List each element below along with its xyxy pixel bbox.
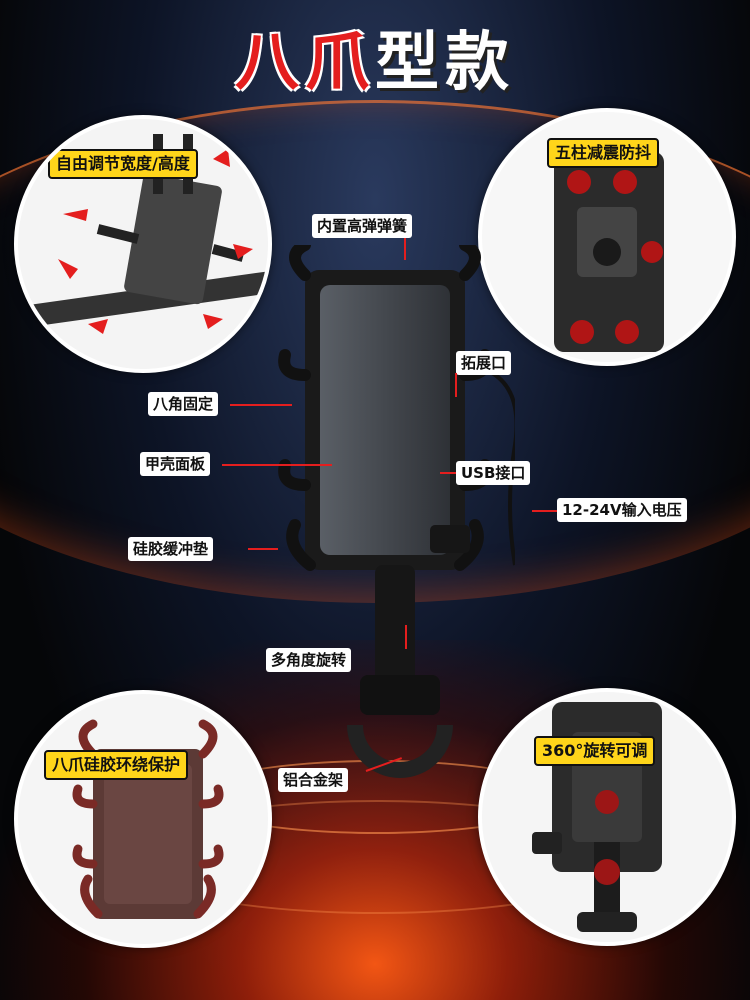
- callout-silicone-pad: 硅胶缓冲垫: [128, 537, 214, 561]
- callout-silicone-leader: [248, 548, 278, 550]
- label-silicone-wrap: 八爪硅胶环绕保护: [44, 750, 189, 780]
- shock-absorber-illustration: [482, 112, 732, 362]
- callout-spring: 内置高弹弹簧: [312, 214, 413, 238]
- page-title: 八爪型款: [0, 18, 750, 108]
- callout-usb-port: USB接口: [456, 461, 531, 485]
- title-part-1: 八爪: [235, 26, 375, 100]
- callout-shell-leader: [222, 464, 332, 466]
- silicone-claw-illustration: [18, 694, 268, 944]
- callout-shell-panel: 甲壳面板: [140, 452, 211, 476]
- callout-alloy-frame: 铝合金架: [278, 768, 349, 792]
- detail-circle-silicone: 八爪硅胶环绕保护: [14, 690, 272, 948]
- callout-octagon-fix: 八角固定: [148, 392, 219, 416]
- callout-expansion-port: 拓展口: [456, 351, 512, 375]
- detail-circle-shock: 五柱减震防抖: [478, 108, 736, 366]
- callout-voltage-leader: [532, 510, 557, 512]
- title-part-2: 型款: [375, 26, 515, 100]
- callout-octagon-leader: [230, 404, 292, 406]
- detail-circle-adjust: 自由调节宽度/高度: [14, 115, 272, 373]
- callout-expansion-leader: [455, 373, 457, 397]
- callout-spring-leader: [404, 238, 406, 260]
- callout-usb-leader: [440, 472, 456, 474]
- phone-mount-illustration: [278, 245, 515, 778]
- label-360-rotation: 360°旋转可调: [534, 736, 656, 766]
- callout-multi-angle-leader: [405, 625, 407, 649]
- callout-voltage: 12-24V输入电压: [557, 498, 687, 522]
- detail-circle-rotation: 360°旋转可调: [478, 688, 736, 946]
- rotation-joint-illustration: [482, 692, 732, 942]
- label-adjust-width-height: 自由调节宽度/高度: [48, 149, 198, 179]
- label-five-pillar-shock: 五柱减震防抖: [547, 138, 660, 168]
- planet-horizon-glow: [0, 100, 750, 603]
- callout-multi-angle: 多角度旋转: [266, 648, 352, 672]
